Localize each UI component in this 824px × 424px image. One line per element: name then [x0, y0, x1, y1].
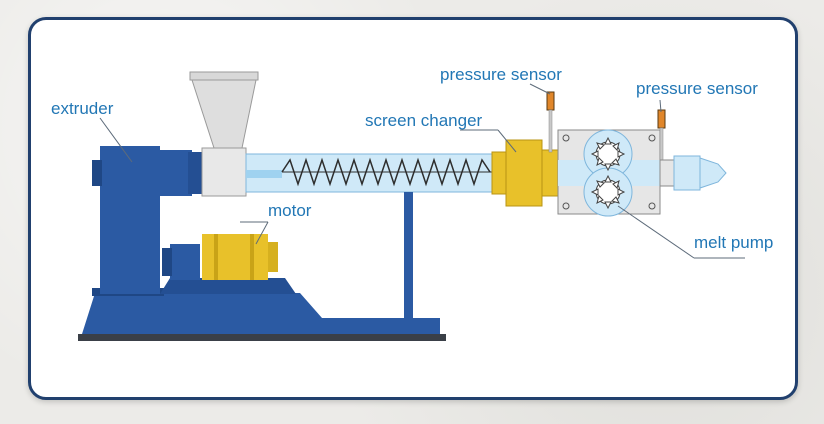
extruder-leader-line: [99, 117, 133, 163]
base-plate: [78, 334, 446, 341]
extruder-body: [100, 146, 160, 294]
melt-pump-label: melt pump: [694, 233, 773, 252]
extruder-label: extruder: [51, 99, 114, 118]
feed-throat: [201, 147, 247, 197]
hopper: [191, 79, 257, 149]
screen-changer-leader-line: [497, 129, 517, 153]
screen-changer-label: screen changer: [365, 111, 483, 130]
motor-end-cap: [162, 248, 172, 276]
die: [699, 157, 727, 189]
barrel-support: [404, 192, 413, 320]
die-adapter: [673, 155, 701, 191]
motor-platform: [160, 278, 296, 294]
melt-pump-gear-top: [590, 136, 626, 172]
pressure-sensor-2-label: pressure sensor: [636, 79, 758, 98]
motor-end-block: [170, 244, 200, 280]
pressure-sensor-1-leader-line: [529, 83, 551, 95]
pressure-sensor-2: [657, 109, 666, 129]
pressure-sensor-1-label: pressure sensor: [440, 65, 562, 84]
pressure-sensor-1: [546, 91, 555, 111]
screen-changer: [505, 139, 543, 207]
machine-base: [82, 293, 440, 334]
motor-leader-line: [255, 221, 269, 245]
hopper-rim: [189, 71, 259, 81]
motor-end: [268, 242, 278, 272]
extruder-gearbox: [158, 150, 192, 196]
pressure-sensor-2-leader-line: [659, 99, 662, 113]
screw: [281, 157, 491, 187]
motor-label: motor: [268, 201, 312, 220]
melt-pump-gear-bottom: [590, 174, 626, 210]
extruder-side-knob: [92, 160, 102, 186]
